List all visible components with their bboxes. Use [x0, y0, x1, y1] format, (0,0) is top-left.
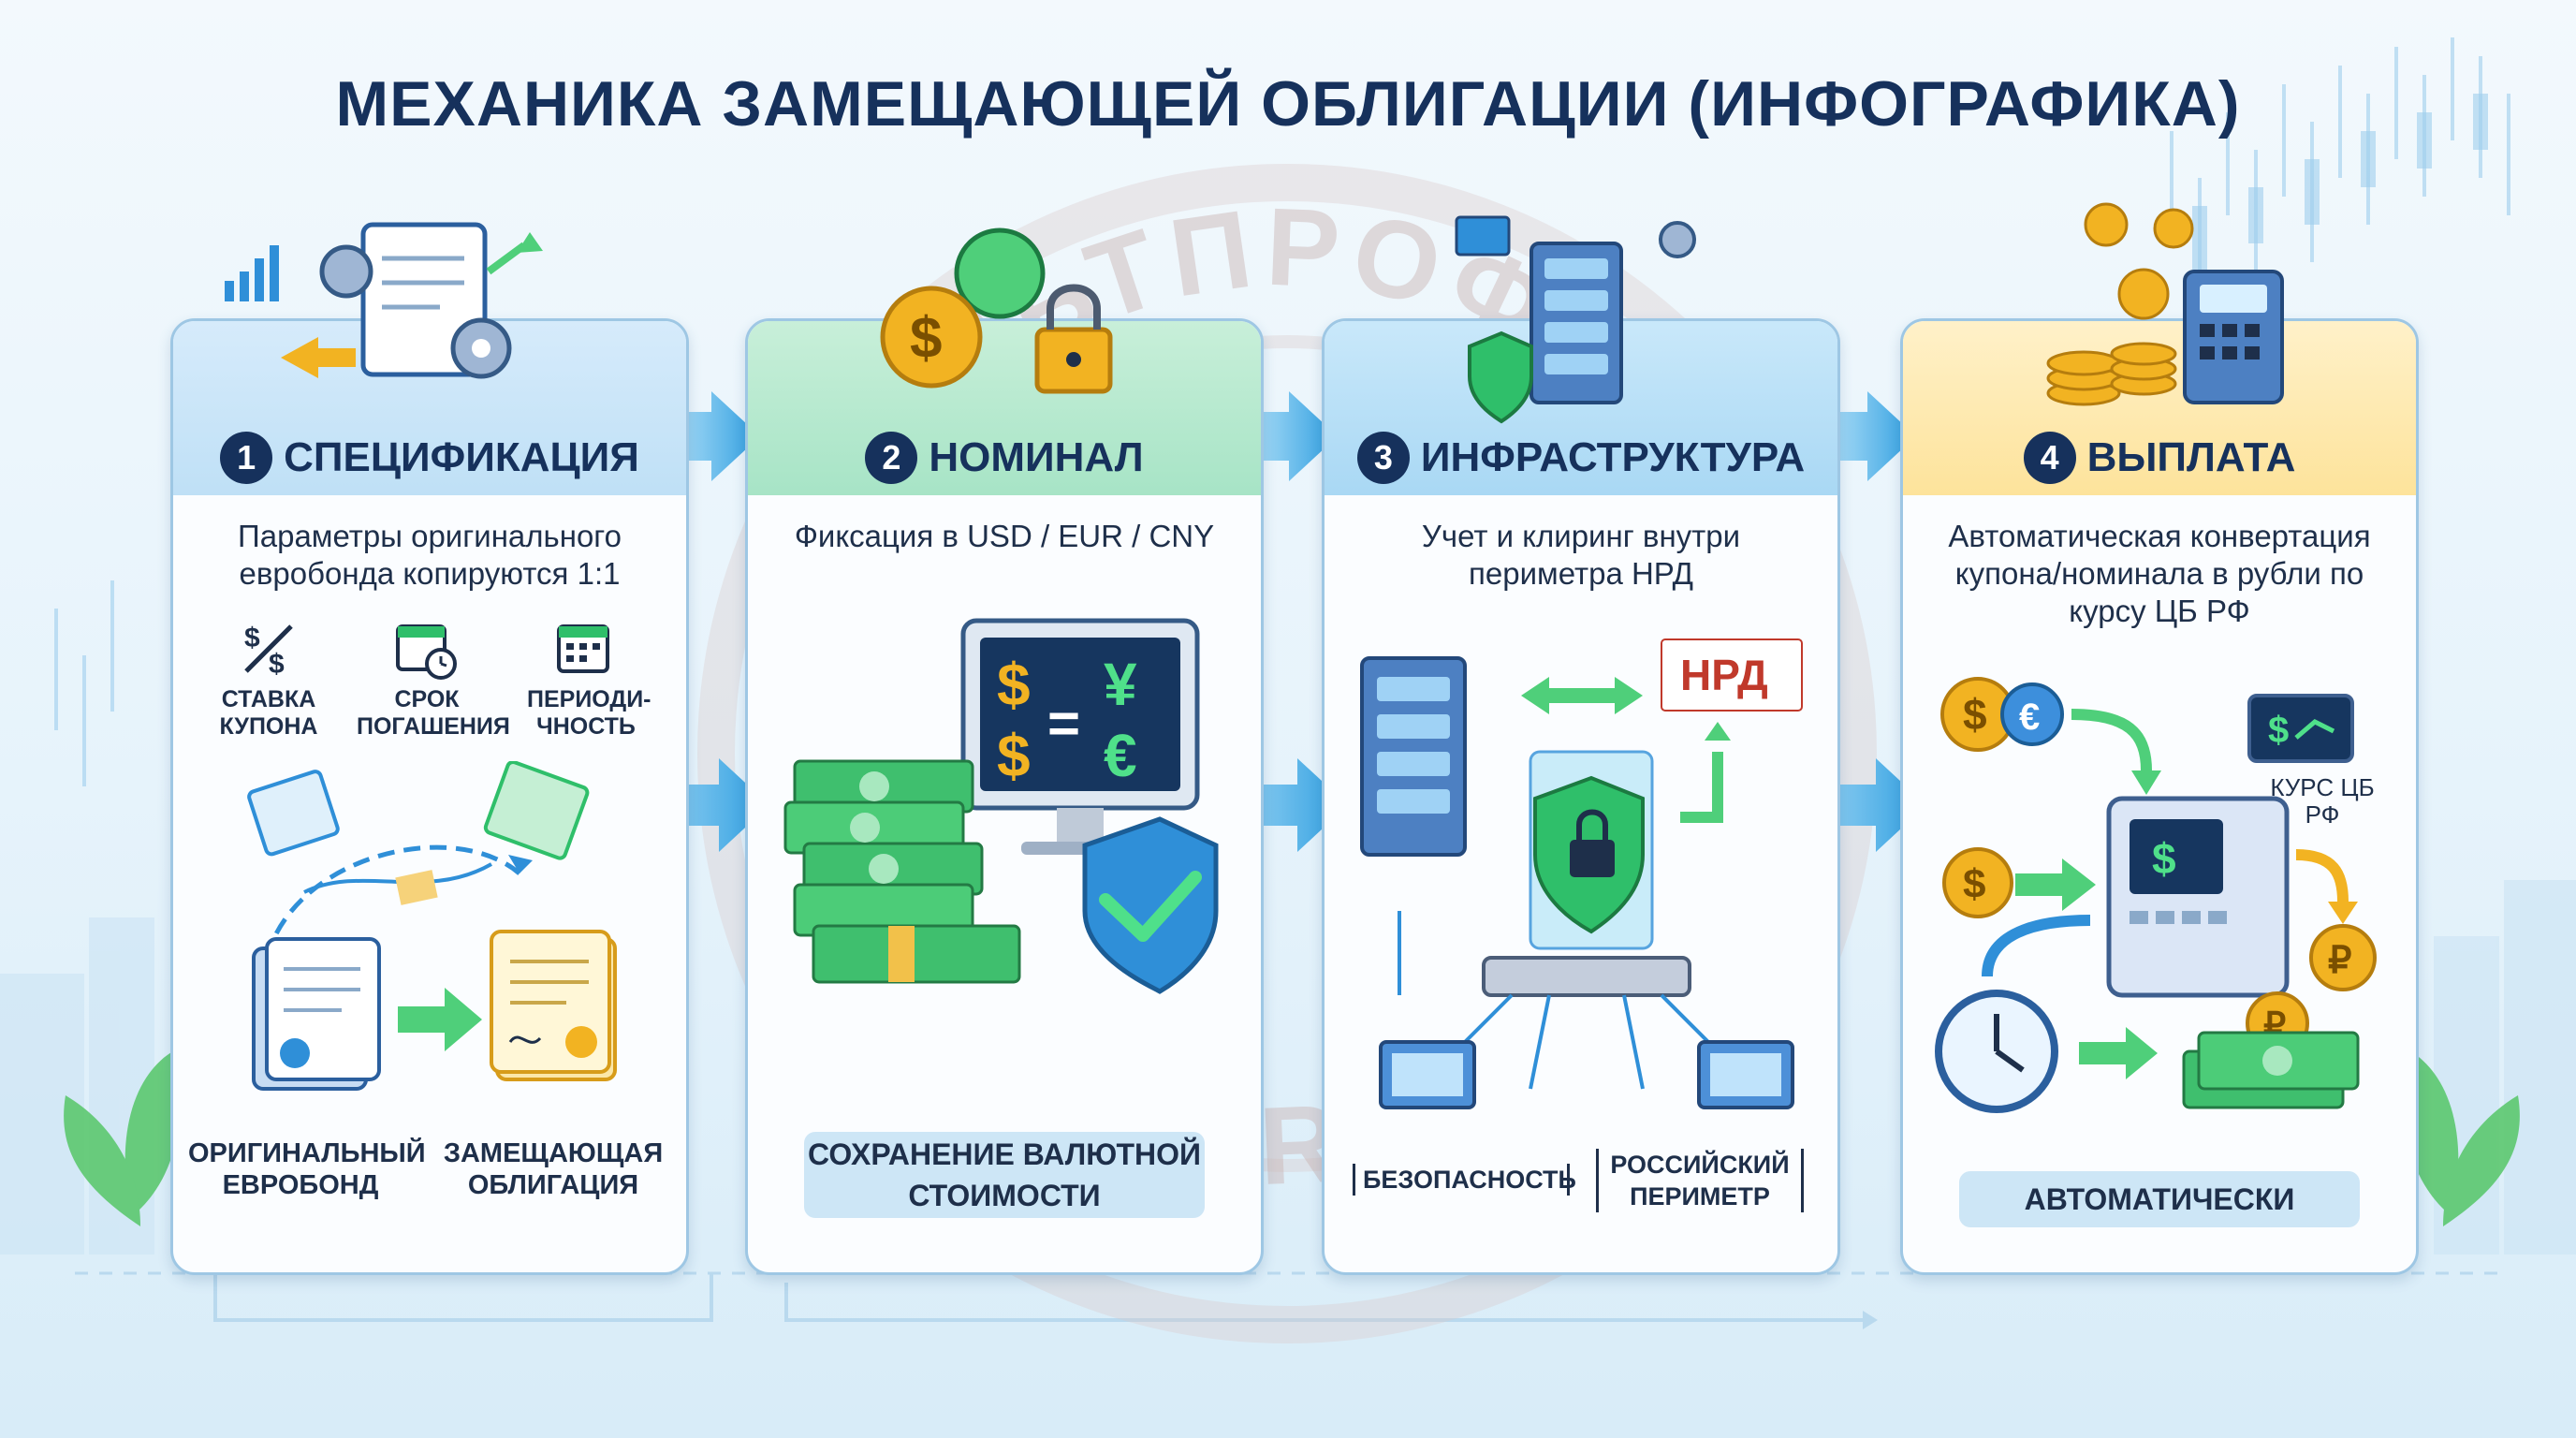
currency-monitor-illustration: $ $ = ¥ €: [783, 618, 1219, 994]
step-2-description: Фиксация в USD / EUR / CNY: [794, 519, 1215, 553]
step-4-description: Автоматическая конвертация купона/номина…: [1948, 519, 2371, 628]
nrd-logo-text: НРД: [1680, 651, 1768, 699]
step-2-header-band: [748, 321, 1261, 495]
screen-dollar-2: $: [997, 722, 1031, 789]
svg-text:$: $: [244, 623, 260, 653]
step-4-title: ВЫПЛАТА: [2086, 434, 2296, 480]
tag-security: БЕЗОПАСНОСТЬ: [1353, 1164, 1576, 1196]
calendar-clock-icon: [396, 624, 457, 680]
replacement-bond-label: ЗАМЕЩАЮЩАЯ ОБЛИГАЦИЯ: [443, 1138, 664, 1200]
screen-euro: €: [1104, 722, 1137, 789]
machine-dollar: $: [2152, 834, 2176, 883]
tag-russian-perimeter: РОССИЙСКИЙ ПЕРИМЕТР: [1596, 1149, 1804, 1212]
step-3-description: Учет и клиринг внутри периметра НРД: [1421, 519, 1741, 591]
rate-screen-dollar: $: [2268, 710, 2289, 751]
step-1-number: 1: [220, 432, 273, 484]
nrd-network-illustration: НРД: [1360, 638, 1803, 1109]
step-4-footer: АВТОМАТИЧЕСКИ: [1959, 1171, 2360, 1227]
conversion-machine-illustration: $ € $ $ $ ₽ ₽: [1935, 677, 2377, 1113]
coin-dollar-top: $: [1963, 690, 1987, 739]
step-2-footer: СОХРАНЕНИЕ ВАЛЮТНОЙ СТОИМОСТИ: [804, 1132, 1205, 1218]
coin-ruble-1: ₽: [2328, 940, 2351, 981]
step-2-title: НОМИНАЛ: [929, 434, 1144, 480]
param-periodicity-label: ПЕРИОДИ-ЧНОСТЬ: [527, 686, 651, 740]
step-3-number: 3: [1356, 432, 1410, 484]
calendar-icon: [557, 624, 609, 673]
original-eurobond-label: ОРИГИНАЛЬНЫЙ ЕВРОБОНД: [188, 1138, 426, 1200]
dollar-swap-icon: $ $: [244, 623, 293, 679]
document-transfer-illustration: [247, 761, 617, 1091]
step-1-description: Параметры оригинального евробонда копиру…: [238, 519, 622, 591]
coin-dollar-mid: $: [1963, 861, 1985, 907]
step-2-number: 2: [865, 432, 918, 484]
step-1-title: СПЕЦИФИКАЦИЯ: [284, 434, 639, 480]
step-3-title: ИНФРАСТРУКТУРА: [1420, 434, 1806, 480]
svg-text:$: $: [269, 649, 285, 679]
param-coupon-label: СТАВКА КУПОНА: [219, 686, 318, 740]
screen-dollar-1: $: [997, 651, 1031, 718]
page-title: МЕХАНИКА ЗАМЕЩАЮЩЕЙ ОБЛИГАЦИИ (ИНФОГРАФИ…: [335, 68, 2241, 139]
coin-euro: €: [2019, 697, 2040, 738]
step-4-number: 4: [2023, 432, 2076, 484]
cb-rate-label: КУРС ЦБ РФ: [2270, 773, 2375, 829]
param-maturity-label: СРОК ПОГАШЕНИЯ: [357, 686, 510, 740]
screen-yen: ¥: [1104, 651, 1137, 718]
screen-equals: =: [1047, 692, 1080, 755]
